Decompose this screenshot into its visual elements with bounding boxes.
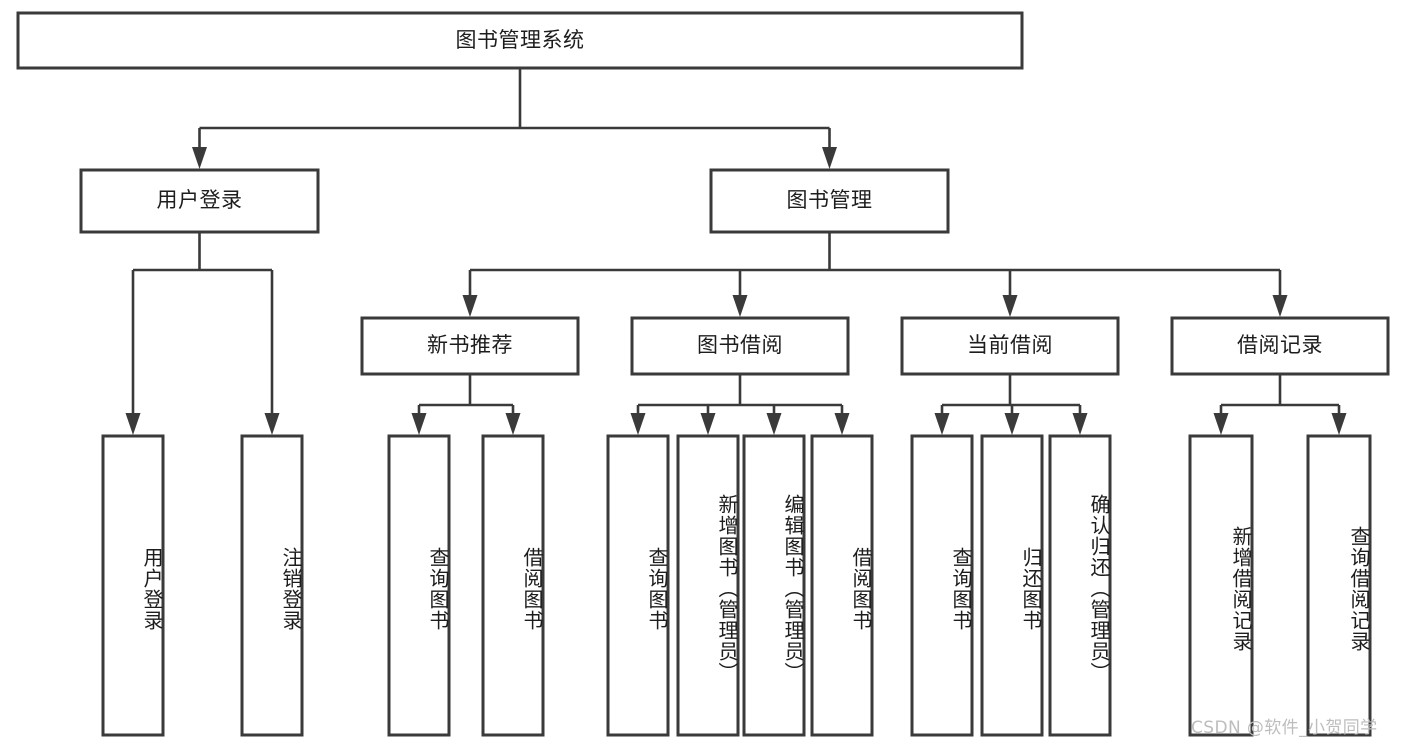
node-box-leaf4[interactable] <box>481 434 545 737</box>
box-layer <box>16 11 1390 737</box>
node-box-leaf6[interactable] <box>676 434 740 737</box>
node-box-root[interactable] <box>16 11 1024 70</box>
node-box-records[interactable] <box>1170 316 1390 376</box>
node-box-leaf1[interactable] <box>101 434 165 737</box>
node-box-leaf9[interactable] <box>910 434 974 737</box>
node-box-leaf10[interactable] <box>980 434 1044 737</box>
node-box-current[interactable] <box>900 316 1120 376</box>
node-box-leaf12[interactable] <box>1188 434 1254 737</box>
node-box-leaf2[interactable] <box>240 434 304 737</box>
node-box-login[interactable] <box>79 168 320 234</box>
node-box-leaf7[interactable] <box>742 434 806 737</box>
node-box-leaf13[interactable] <box>1306 434 1372 737</box>
node-box-borrow[interactable] <box>630 316 850 376</box>
node-box-leaf8[interactable] <box>810 434 874 737</box>
node-box-newbook[interactable] <box>360 316 580 376</box>
node-box-leaf3[interactable] <box>387 434 451 737</box>
node-box-leaf11[interactable] <box>1048 434 1112 737</box>
node-box-leaf5[interactable] <box>606 434 670 737</box>
node-box-bookmgmt[interactable] <box>709 168 950 234</box>
connector-layer <box>125 68 1347 435</box>
